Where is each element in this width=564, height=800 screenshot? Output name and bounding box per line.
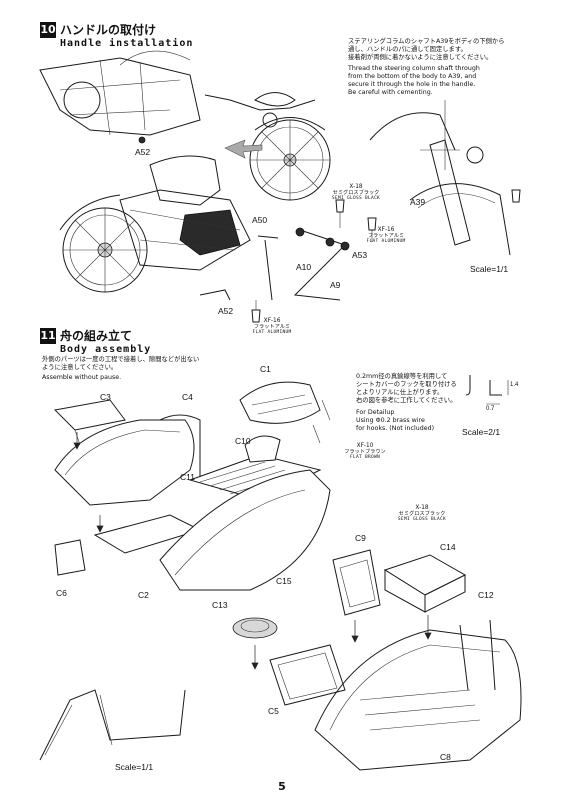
dim-0-7: 0.7 xyxy=(486,406,495,412)
paint-code: XF-10 xyxy=(356,443,374,449)
step10-note-jp-3: 接着剤が両側に着かないように注意してください。 xyxy=(348,54,493,61)
seat-c5 xyxy=(269,644,346,706)
step11-note-en-1: Assemble without pause. xyxy=(42,374,122,381)
paint-x18-step11: X-18 セミグロスブラック SEMI GLOSS BLACK xyxy=(394,505,450,523)
cushion-c14 xyxy=(383,554,467,613)
label-c5: C5 xyxy=(268,706,279,716)
paint-x18-step10: X-18 セミグロスブラック SEMI GLOSS BLACK xyxy=(330,184,382,202)
label-c13: C13 xyxy=(212,600,228,610)
paint-name-en: FLAT ALUMINUM xyxy=(252,330,292,335)
guide-arrows xyxy=(73,432,432,670)
frame-inset-bottom xyxy=(39,689,186,761)
sidecar-assembled xyxy=(314,619,522,771)
seat-cover-c1 xyxy=(239,381,331,444)
step10-note: ステアリングコラムのシャフトA39をボディの下側から 通し、ハンドルのパに通して… xyxy=(348,38,528,97)
panel-c6 xyxy=(54,539,86,576)
label-a50: A50 xyxy=(252,215,268,225)
paint-xf10: XF-10 フラットブラウン FLAT BROWN xyxy=(337,443,393,461)
paint-xf16-a: XF-16 フラットアルミ FLAT ALUMINUM xyxy=(358,227,414,245)
side-panel-c15 xyxy=(159,469,331,591)
step11-note-jp-2: ように注意してください。 xyxy=(42,364,118,371)
body-frame-left xyxy=(53,399,201,506)
step11-note-jp-1: 外側のパーツは一度の工程で接着し、隙間などが出ない xyxy=(42,356,200,363)
label-c14: C14 xyxy=(440,542,456,552)
label-c4: C4 xyxy=(182,392,193,402)
step11-scale-small: Scale=2/1 xyxy=(462,427,501,437)
part-c13 xyxy=(232,617,278,639)
step10-note-en-3: secure it through the hole in the handle… xyxy=(348,81,476,88)
paint-code: XF-16 xyxy=(377,227,395,233)
step11-header: 11 舟の組み立て Body assembly xyxy=(40,328,151,355)
paint-name-en: FLAT BROWN xyxy=(349,455,381,460)
front-wheel xyxy=(249,117,331,201)
step11-detail-en-3: for hooks. (Not included) xyxy=(356,425,435,432)
step11-detail-jp-2: シートカバーのフックを取り付ける xyxy=(356,381,457,388)
page-number: 5 xyxy=(278,780,286,793)
motorcycle-inset-top xyxy=(39,50,201,144)
step11-detail-en-2: Using Φ0.2 brass wire xyxy=(356,417,425,424)
paint-xf16-b: XF-16 フラットアルミ FLAT ALUMINUM xyxy=(244,318,300,336)
step11-detail: 0.2mm径の真鍮線等を利用して シートカバーのフックを取り付ける とよりリアル… xyxy=(356,373,471,433)
paint-name-en: FLAT ALUMINUM xyxy=(366,239,406,244)
paint-name-en: SEMI GLOSS BLACK xyxy=(397,517,447,522)
step11-detail-jp-4: 右の図を参考に工作してください。 xyxy=(356,397,457,404)
label-c11: C11 xyxy=(180,472,195,482)
step11-detail-en-1: For Detailup xyxy=(356,409,395,416)
step10-note-en-2: from the bottom of the body to A39, and xyxy=(348,73,477,80)
seat-back-c9 xyxy=(332,549,381,616)
paint-name-en: SEMI GLOSS BLACK xyxy=(331,196,381,201)
label-a52-bottom: A52 xyxy=(218,306,234,316)
label-a39: A39 xyxy=(410,197,426,207)
step10-note-en-4: Be careful with cementing. xyxy=(348,89,433,96)
paint-name-jp: セミグロスブラック xyxy=(398,511,446,517)
step10-title-jp: ハンドルの取付け xyxy=(60,23,157,37)
floor-c11-c10 xyxy=(188,435,322,501)
step10-scale: Scale=1/1 xyxy=(470,264,509,274)
label-c10: C10 xyxy=(235,436,251,446)
step11-detail-jp-1: 0.2mm径の真鍮線等を利用して xyxy=(356,373,448,380)
paint-name-jp: セミグロスブラック xyxy=(332,190,380,196)
dim-1-4: 1.4 xyxy=(510,382,519,388)
label-c1: C1 xyxy=(260,364,271,374)
label-a53: A53 xyxy=(352,250,368,260)
step10-number: 10 xyxy=(40,22,56,38)
step11-scale: Scale=1/1 xyxy=(115,762,154,772)
label-c12: C12 xyxy=(478,590,494,600)
step10-note-en-1: Thread the steering column shaft through xyxy=(348,65,480,72)
paint-code: X-18 xyxy=(415,505,429,511)
paint-name-jp: フラットブラウン xyxy=(344,449,386,455)
label-a52-top: A52 xyxy=(135,147,151,157)
label-a10: A10 xyxy=(296,262,312,272)
label-c9: C9 xyxy=(355,533,366,543)
motorcycle-main xyxy=(59,155,251,293)
steering-parts xyxy=(199,199,377,323)
step11-number: 11 xyxy=(40,328,56,344)
step11-note: 外側のパーツは一度の工程で接着し、隙間などが出ない ように注意してください。 A… xyxy=(42,356,242,382)
label-a9: A9 xyxy=(330,280,341,290)
paint-code: X-18 xyxy=(349,184,363,190)
fork-fender-detail xyxy=(369,100,521,256)
direction-arrow xyxy=(224,139,263,159)
paint-name-jp: フラットアルミ xyxy=(253,324,291,330)
label-c2: C2 xyxy=(138,590,149,600)
paint-code: XF-16 xyxy=(263,318,281,324)
step11-title-en: Body assembly xyxy=(60,344,152,355)
step10-note-jp-1: ステアリングコラムのシャフトA39をボディの下側から xyxy=(348,38,505,45)
step11-detail-jp-3: とよりリアルに仕上がります。 xyxy=(356,389,444,396)
label-c6: C6 xyxy=(56,588,67,598)
step11-title-jp: 舟の組み立て xyxy=(60,329,133,343)
step10-title-en: Handle installation xyxy=(60,38,194,49)
detail-hook-diagram xyxy=(465,375,509,405)
step10-note-jp-2: 通し、ハンドルのパに通して固定します。 xyxy=(348,46,467,53)
label-c15: C15 xyxy=(276,576,292,586)
label-c8: C8 xyxy=(440,752,451,762)
step10-header: 10 ハンドルの取付け Handle installation xyxy=(40,22,193,49)
label-c3: C3 xyxy=(100,392,111,402)
handlebar-part xyxy=(204,92,316,128)
paint-name-jp: フラットアルミ xyxy=(367,233,405,239)
